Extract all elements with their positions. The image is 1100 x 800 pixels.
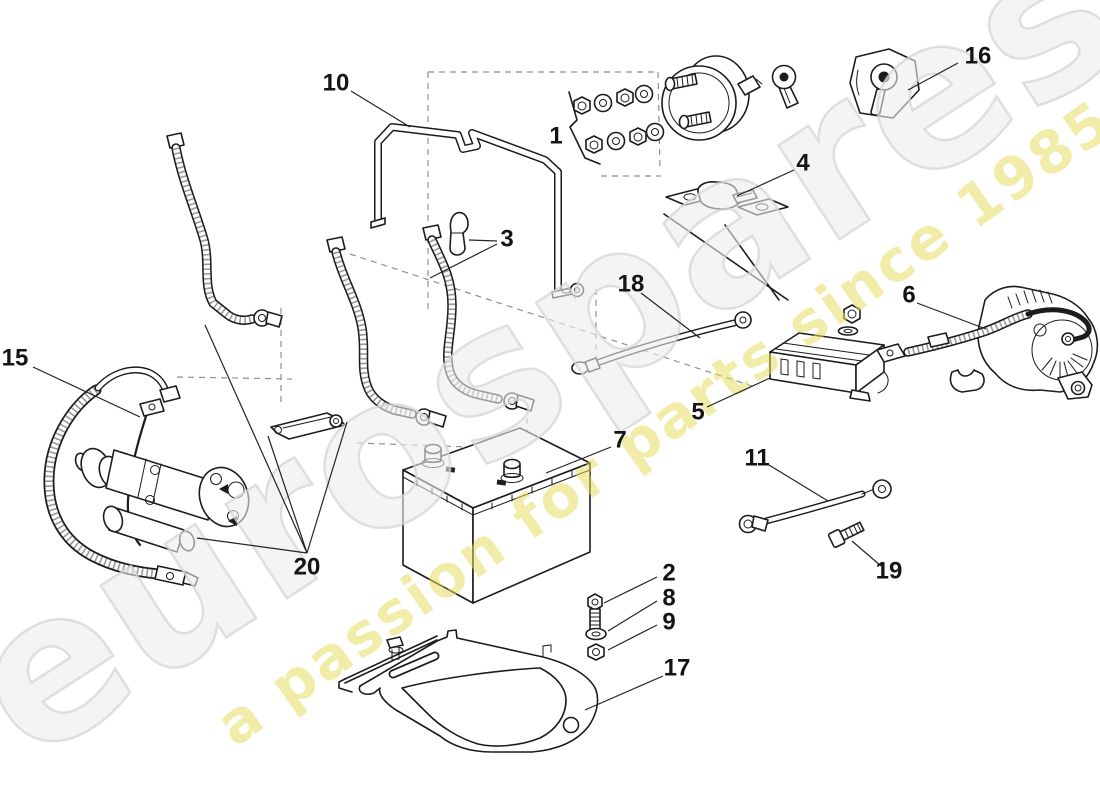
leader-line-7 <box>545 446 612 474</box>
callout-20[interactable]: 20 <box>294 553 321 580</box>
leader-line-11 <box>768 464 829 502</box>
cable-b <box>326 236 447 428</box>
leader-line-17 <box>584 675 664 711</box>
leader-line-2 <box>603 576 658 604</box>
grommet-part <box>849 48 920 119</box>
vacuum-canister-part <box>661 55 763 141</box>
leader-line-20 <box>204 324 308 554</box>
fastener-set-part <box>568 84 665 165</box>
ring-clamp-part <box>771 64 799 109</box>
leader-line-20 <box>196 537 308 554</box>
callout-3[interactable]: 3 <box>500 225 513 252</box>
callout-layer: 1 2 3 4 5 6 7 89 10 11 15 16 17 18 19 20 <box>2 42 992 711</box>
battery-post-icon <box>421 443 524 483</box>
callout-2[interactable]: 2 <box>662 559 675 586</box>
callout-19[interactable]: 19 <box>876 557 903 584</box>
leader-line-8 <box>607 600 658 632</box>
bolt-19-part <box>827 521 865 548</box>
callout-7[interactable]: 7 <box>613 426 626 453</box>
leader-line-5 <box>706 377 771 408</box>
callout-11[interactable]: 11 <box>744 444 769 471</box>
bolt-washer-nut-set <box>585 593 607 661</box>
callout-18[interactable]: 18 <box>618 270 645 297</box>
callout-9[interactable]: 9 <box>662 608 675 635</box>
leader-line-4 <box>736 169 795 197</box>
callout-15[interactable]: 15 <box>2 344 29 371</box>
callout-10[interactable]: 10 <box>323 69 350 96</box>
cable-a <box>166 132 283 328</box>
leader-line-9 <box>607 624 658 651</box>
fuse-box-part <box>769 304 889 402</box>
battery-part <box>402 427 591 604</box>
fuse-strip-part <box>663 181 789 301</box>
callout-1[interactable]: 1 <box>549 122 562 149</box>
leader-line-15 <box>32 366 141 418</box>
leader-line-6 <box>916 302 987 330</box>
leader-line-16 <box>907 62 959 91</box>
callout-17[interactable]: 17 <box>664 654 691 681</box>
terminal-cap-part <box>449 211 469 256</box>
callout-8[interactable]: 8 <box>662 584 675 611</box>
washer-icon <box>593 84 665 151</box>
screw-icon <box>664 73 712 130</box>
leader-line-19 <box>851 540 882 567</box>
battery-tray-part <box>338 629 599 753</box>
leader-line-10 <box>350 90 411 128</box>
alternator-part <box>876 285 1099 400</box>
terminal-strap <box>270 412 346 440</box>
starter-motor-part <box>43 366 250 587</box>
construction-lines <box>176 71 759 455</box>
battery-cable-part <box>569 282 752 375</box>
leader-line-20 <box>306 421 348 554</box>
jumper-cable-part <box>738 479 892 534</box>
callout-6[interactable]: 6 <box>902 281 915 308</box>
callout-5[interactable]: 5 <box>691 398 704 425</box>
leader-line-18 <box>640 292 701 339</box>
leader-line-3 <box>429 243 498 279</box>
leader-line-3 <box>468 239 498 242</box>
leader-line-20 <box>267 435 308 554</box>
callout-16[interactable]: 16 <box>965 42 992 69</box>
callout-4[interactable]: 4 <box>796 149 810 176</box>
